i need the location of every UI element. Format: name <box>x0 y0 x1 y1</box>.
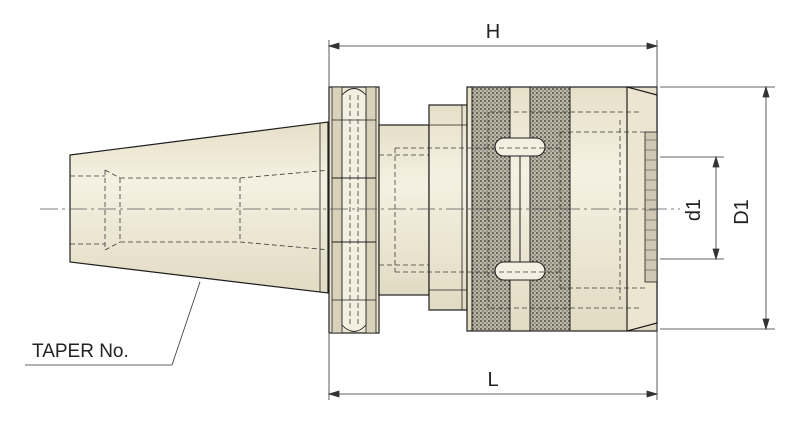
collar <box>428 104 468 311</box>
taper-shank <box>69 121 331 294</box>
slot-bottom <box>494 261 546 281</box>
dimension-d1-label: d1 <box>683 199 705 221</box>
dimension-h <box>327 40 659 92</box>
nut-hidden-lines <box>394 111 645 309</box>
dimension-D1-label: D1 <box>731 199 753 225</box>
dimension-d1-outer <box>660 85 775 331</box>
slot-top <box>494 137 546 157</box>
dimension-l-label: L <box>487 369 498 391</box>
flange <box>328 86 380 334</box>
taper-leader <box>25 281 201 366</box>
dimension-d1-inner <box>660 155 724 261</box>
dimension-l <box>327 324 659 400</box>
taper-label: TAPER No. <box>32 341 129 362</box>
dimension-h-label: H <box>486 21 500 43</box>
neck <box>378 124 430 296</box>
